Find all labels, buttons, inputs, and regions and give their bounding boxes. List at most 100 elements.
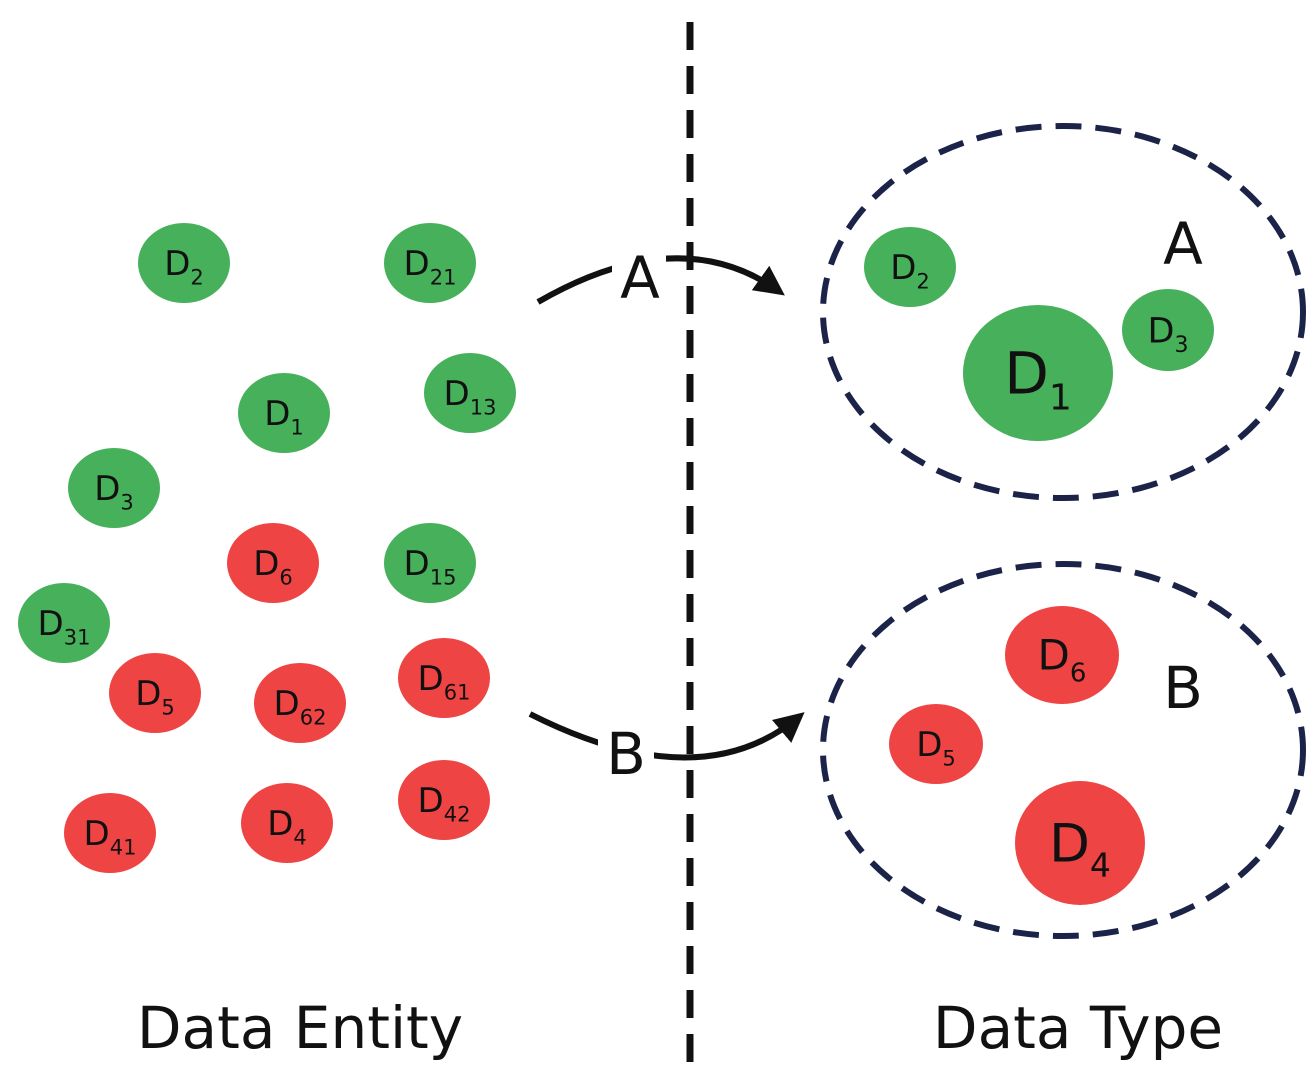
entity-node-d41: D41 [64,793,156,873]
node-label-base: D [264,394,290,434]
entity-node-circle [398,760,490,840]
group-b-ellipse [820,561,1306,939]
entity-node-d5: D5 [109,653,201,733]
entity-node-d2: D2 [138,223,230,303]
caption-data-entity: Data Entity [137,994,463,1062]
arrow-a [536,255,785,305]
arrow-a-label-bg [612,244,666,304]
entity-node-circle [238,373,330,453]
node-label-subscript: 1 [290,415,303,439]
group-b-node-circle [1005,606,1119,704]
node-label-subscript: 15 [430,565,457,589]
entity-node-d15: D15 [384,523,476,603]
node-label-subscript: 42 [444,802,471,826]
group-a-node-d2: D2 [864,227,956,307]
entity-node-label: D62 [274,684,327,730]
entity-node-label: D21 [404,244,457,290]
entity-node-d61: D61 [398,638,490,718]
entity-node-circle [68,448,160,528]
node-label-subscript: 5 [161,695,174,719]
node-label-base: D [1049,814,1090,875]
entity-node-d31: D31 [18,583,110,663]
group-a-node-circle [864,227,956,307]
entity-node-d62: D62 [254,663,346,743]
node-label-base: D [444,374,470,414]
node-label-subscript: 41 [110,835,137,859]
group-b-node-d6: D6 [1005,606,1119,704]
group-a-node-d1: D1 [963,305,1113,441]
node-label-base: D [253,544,279,584]
entity-node-label: D41 [84,814,137,860]
group-b-node-label: D5 [916,725,956,771]
group-b-node-label: D4 [1049,814,1111,885]
group-a-node-circle [963,305,1113,441]
node-label-base: D [404,544,430,584]
group-a-node-label: D2 [890,248,930,294]
node-label-subscript: 3 [120,490,133,514]
node-label-subscript: 62 [300,705,327,729]
entity-node-circle [227,523,319,603]
entity-node-label: D42 [418,781,471,827]
entity-node-label: D61 [418,659,471,705]
entity-node-d13: D13 [424,353,516,433]
node-label-base: D [38,604,64,644]
group-a-node-label: D1 [1004,339,1072,418]
arrow-a-label: A [620,244,660,312]
group-a-node-label: D3 [1148,311,1189,358]
entity-node-label: D31 [38,604,91,650]
group-b-node-d4: D4 [1015,781,1145,905]
entity-node-d1: D1 [238,373,330,453]
entity-node-label: D4 [267,804,307,850]
entity-node-d4: D4 [241,783,333,863]
node-label-base: D [267,804,293,844]
node-label-subscript: 21 [430,265,457,289]
entity-node-circle [398,638,490,718]
node-label-base: D [1148,311,1175,351]
node-label-subscript: 31 [64,625,91,649]
group-b-node-label: D6 [1038,631,1087,689]
entity-node-label: D6 [253,544,293,590]
entity-node-circle [384,223,476,303]
entity-node-circle [254,663,346,743]
node-label-subscript: 6 [1070,658,1087,688]
node-label-base: D [1038,631,1070,680]
group-a-ellipse [820,123,1306,501]
arrow-b-label: B [606,720,646,788]
node-label-subscript: 13 [470,395,497,419]
group-a-node-circle [1122,289,1214,371]
node-label-base: D [890,248,916,288]
node-label-subscript: 5 [942,746,955,770]
entity-node-circle [18,583,110,663]
node-label-base: D [135,674,161,714]
entity-node-d42: D42 [398,760,490,840]
entity-node-label: D13 [444,374,497,420]
node-label-subscript: 6 [279,565,292,589]
node-label-base: D [1004,339,1049,407]
node-label-base: D [418,781,444,821]
entity-node-d6: D6 [227,523,319,603]
node-label-base: D [916,725,942,765]
node-label-base: D [94,469,120,509]
group-a-label: A [1163,210,1203,278]
node-label-subscript: 3 [1174,333,1188,358]
node-label-subscript: 4 [1090,845,1111,884]
node-label-base: D [84,814,110,854]
group-b-node-d5: D5 [889,704,983,784]
node-label-subscript: 2 [190,265,203,289]
node-label-subscript: 61 [444,680,471,704]
entity-node-d3: D3 [68,448,160,528]
group-a-node-d3: D3 [1122,289,1214,371]
entity-node-circle [384,523,476,603]
entity-node-label: D1 [264,394,304,440]
entity-node-d21: D21 [384,223,476,303]
group-b-node-circle [889,704,983,784]
group-b-label: B [1163,654,1203,722]
node-label-subscript: 4 [293,825,306,849]
node-label-subscript: 1 [1049,378,1072,419]
entity-node-label: D5 [135,674,175,720]
node-label-base: D [274,684,300,724]
entity-node-label: D2 [164,244,204,290]
entity-node-circle [64,793,156,873]
node-label-base: D [418,659,444,699]
